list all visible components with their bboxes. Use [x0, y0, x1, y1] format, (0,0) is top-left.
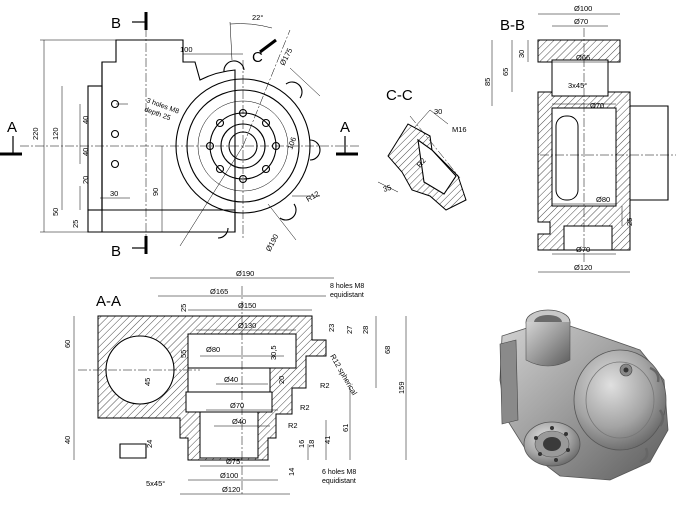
dim-40a: 40 [81, 116, 90, 124]
aa-dim-14: 14 [287, 468, 296, 476]
dim-30: 30 [110, 189, 118, 198]
bb-dim-phi70b: Ø70 [590, 101, 604, 110]
bb-dim-25: 25 [625, 218, 634, 226]
bb-dim-phi100: Ø100 [574, 4, 592, 13]
cc-dim-35: 35 [382, 183, 393, 194]
aa-dim-41: 41 [323, 436, 332, 444]
aa-dim-55: 55 [179, 350, 188, 358]
aa-dim-phi75: Ø75 [226, 457, 240, 466]
aa-dim-18: 18 [307, 440, 316, 448]
aa-dim-61: 61 [341, 424, 350, 432]
aa-dim-24: 24 [145, 440, 154, 448]
cut-letter-a-right: A [340, 119, 350, 136]
aa-dim-phi40a: Ø40 [224, 375, 238, 384]
aa-dim-30-5: 30,5 [269, 345, 278, 360]
aa-dim-45: 45 [143, 378, 152, 386]
aa-dim-phi190: Ø190 [236, 269, 254, 278]
dim-100: 100 [180, 45, 193, 54]
bb-dim-phi70a: Ø70 [574, 17, 588, 26]
bb-dim-phi66: Ø66 [576, 53, 590, 62]
note-8-holes-m8: 8 holes M8 [330, 283, 364, 290]
aa-dim-chamfer: 5x45° [146, 479, 165, 488]
aa-dim-phi40b: Ø40 [232, 417, 246, 426]
section-mark-a [0, 136, 358, 156]
aa-dim-23: 23 [327, 324, 336, 332]
section-cc-label: C-C [386, 87, 413, 104]
dim-r12: R12 [305, 189, 321, 204]
bb-dim-30: 30 [517, 50, 526, 58]
cc-dim-m16: M16 [452, 125, 467, 134]
cut-letter-b-top: B [111, 15, 121, 32]
dim-phi190: Ø190 [264, 233, 281, 253]
bb-dim-85: 85 [483, 78, 492, 86]
dim-106: 106 [285, 136, 298, 151]
bb-dim-65: 65 [501, 68, 510, 76]
aa-dim-phi165: Ø165 [210, 287, 228, 296]
dim-20: 20 [81, 176, 90, 184]
aa-dim-60: 60 [63, 340, 72, 348]
section-cc: C-C 30 M16 35 R2 [377, 87, 467, 211]
aa-dim-phi70: Ø70 [230, 401, 244, 410]
bolt-holes [110, 99, 281, 184]
note-6-holes-m8: 6 holes M8 [322, 469, 356, 476]
dim-40b: 40 [81, 148, 90, 156]
section-mark-c [259, 38, 277, 54]
cut-letter-c: C [252, 49, 263, 66]
front-view: B B A A C 220 100 120 40 40 20 30 50 25 … [0, 12, 360, 260]
note-6-holes-equidistant: equidistant [322, 478, 356, 485]
aa-dim-phi120: Ø120 [222, 485, 240, 494]
aa-dim-phi100: Ø100 [220, 471, 238, 480]
aa-dim-phi150: Ø150 [238, 301, 256, 310]
aa-dim-16: 16 [297, 440, 306, 448]
section-bb: B-B Ø100 Ø70 Ø66 3x45° Ø70 Ø80 Ø70 Ø120 … [483, 4, 676, 273]
bb-dim-phi80: Ø80 [596, 195, 610, 204]
dim-angle-22: 22° [252, 13, 263, 22]
aa-dim-phi130: Ø130 [238, 321, 256, 330]
aa-dim-25: 25 [179, 304, 188, 312]
dim-25: 25 [71, 220, 80, 228]
section-aa-label: A-A [96, 293, 121, 310]
dim-90: 90 [151, 188, 160, 196]
aa-dim-r2a: R2 [320, 381, 330, 390]
bb-dim-phi70c: Ø70 [576, 245, 590, 254]
dim-120: 120 [51, 127, 60, 140]
aa-dim-r2c: R2 [288, 421, 298, 430]
bb-dim-chamfer: 3x45° [568, 81, 587, 90]
dim-phi175: Ø175 [278, 47, 295, 67]
section-bb-label: B-B [500, 17, 525, 34]
section-mark-b [132, 12, 148, 254]
aa-dim-r12-spherical: R12 spherical [328, 353, 359, 398]
aa-dim-159: 159 [397, 381, 406, 394]
aa-dim-40: 40 [63, 436, 72, 444]
aa-dim-r2b: R2 [300, 403, 310, 412]
bb-dim-phi120: Ø120 [574, 263, 592, 272]
aa-dim-20: 20 [277, 376, 286, 384]
isometric-render [499, 309, 669, 481]
note-8-holes-equidistant: equidistant [330, 292, 364, 299]
cut-letter-a-left: A [7, 119, 17, 136]
dim-220: 220 [31, 127, 40, 140]
aa-dim-68: 68 [383, 346, 392, 354]
aa-dim-28: 28 [361, 326, 370, 334]
aa-dim-27: 27 [345, 326, 354, 334]
aa-dim-phi80: Ø80 [206, 345, 220, 354]
section-aa: A-A Ø190 Ø165 Ø150 Ø130 Ø80 Ø40 Ø70 Ø40 … [63, 269, 407, 496]
dim-50: 50 [51, 208, 60, 216]
cc-dim-30: 30 [434, 107, 442, 116]
cut-letter-b-bottom: B [111, 243, 121, 260]
